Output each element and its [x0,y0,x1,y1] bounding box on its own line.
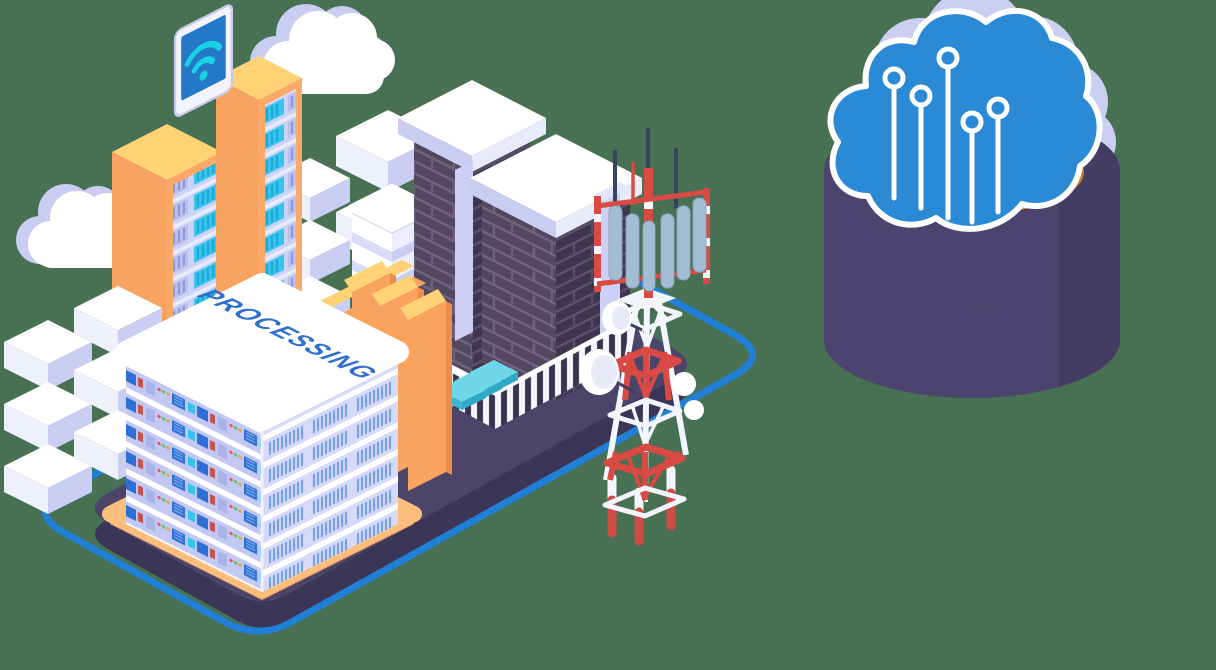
cloud-circuit-icon [827,7,1103,232]
processing-server-stack: PROCESSING [102,273,422,600]
roof-slab [398,80,546,172]
server-rack-icon [112,56,302,370]
pillar [455,161,473,341]
wifi-icon [184,40,223,81]
wifi-tablet [173,4,234,117]
tablet-screen [181,15,226,101]
cell-tower [579,128,710,546]
antenna-icon [594,128,710,298]
stack-roof [115,273,409,431]
satellite-dish-icon [579,301,704,420]
cube-cluster-left [4,286,162,514]
circuit-traces [882,46,1010,225]
